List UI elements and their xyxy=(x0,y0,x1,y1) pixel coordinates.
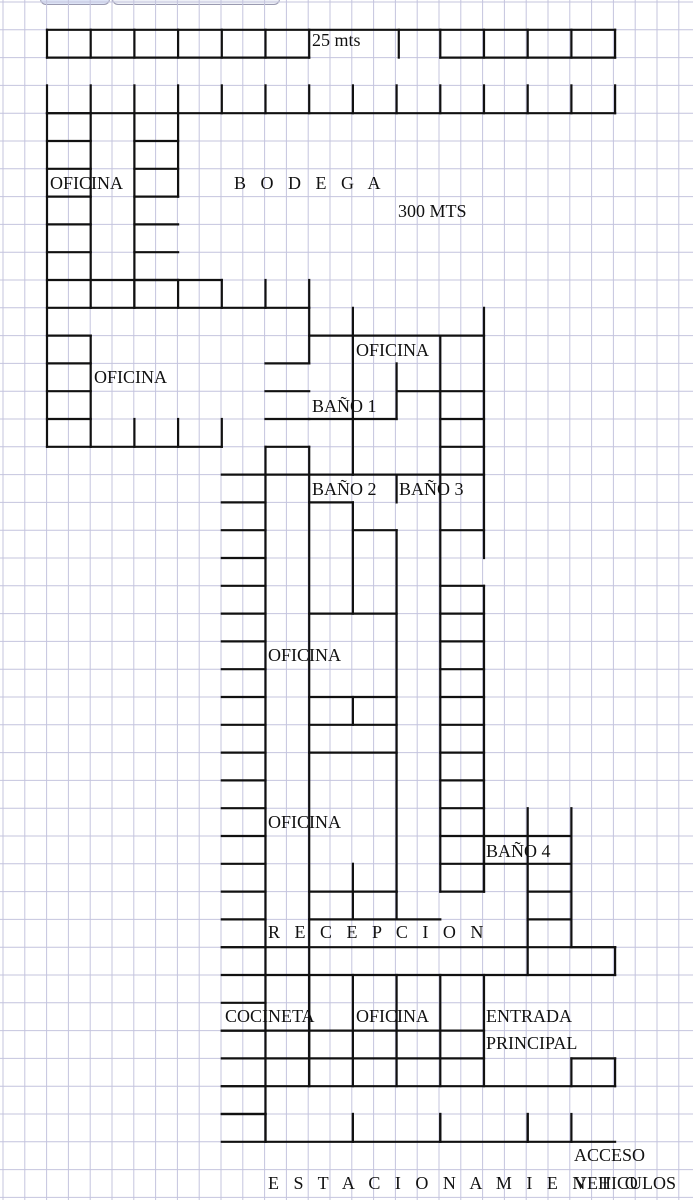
oficina-label-2: OFICINA xyxy=(356,340,430,360)
bano-1-label: BAÑO 1 xyxy=(312,396,377,416)
acceso-label: ACCESO xyxy=(574,1145,646,1165)
recepcion-label: R E C E P C I O N xyxy=(268,922,489,942)
oficina-label-6: OFICINA xyxy=(356,1006,430,1026)
walls xyxy=(45,28,617,1143)
oficina-label-5: OFICINA xyxy=(268,812,342,832)
oficina-label-3: OFICINA xyxy=(94,367,168,387)
width-label: 25 mts xyxy=(312,30,361,50)
oficina-label-4: OFICINA xyxy=(268,645,342,665)
bodega-label: B O D E G A xyxy=(234,173,386,193)
bano-2-label: BAÑO 2 xyxy=(312,479,377,499)
entrada-label: ENTRADA xyxy=(486,1006,572,1026)
bano-3-label: BAÑO 3 xyxy=(399,479,464,499)
cocineta-label: COCINETA xyxy=(225,1006,315,1026)
vehiculos-label: VEHICULOS xyxy=(574,1173,676,1193)
oficina-label-1: OFICINA xyxy=(50,173,124,193)
estacionamiento-label: E S T A C I O N A M I E N T O xyxy=(268,1173,643,1193)
principal-label: PRINCIPAL xyxy=(486,1033,578,1053)
bano-4-label: BAÑO 4 xyxy=(486,841,551,861)
area-label: 300 MTS xyxy=(398,201,467,221)
